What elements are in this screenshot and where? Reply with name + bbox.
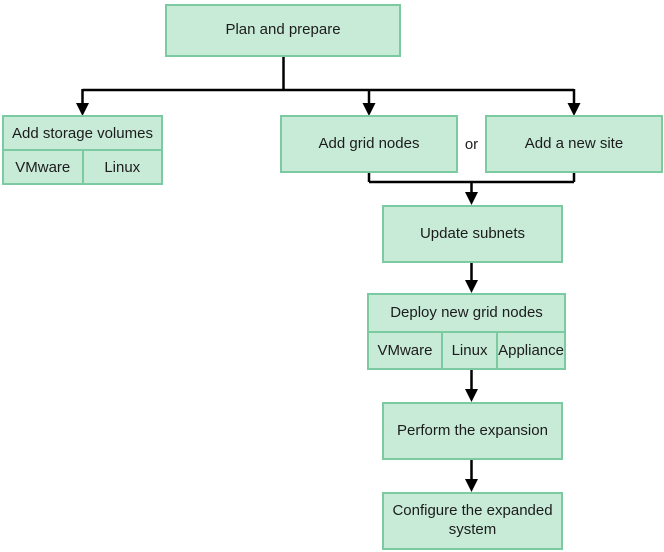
- node-label: Add storage volumes: [4, 117, 161, 151]
- connector-branches-to-update-subnets: [367, 172, 576, 205]
- node-deploy-new-grid-nodes: Deploy new grid nodes VMware Linux Appli…: [367, 293, 566, 370]
- node-label: Add a new site: [524, 134, 624, 152]
- node-configure-expanded-system: Configure the expanded system: [382, 492, 563, 550]
- node-add-storage-volumes-linux: Linux: [104, 158, 141, 176]
- connector-plan-to-branches: [76, 57, 581, 116]
- node-label: Configure the expanded system: [392, 502, 553, 538]
- node-deploy-appliance: Appliance: [498, 341, 564, 359]
- node-add-storage-volumes: Add storage volumes VMware Linux: [2, 115, 163, 185]
- node-perform-the-expansion: Perform the expansion: [382, 402, 563, 460]
- node-label: Add grid nodes: [318, 134, 420, 152]
- node-add-storage-volumes-vmware: VMware: [4, 151, 84, 183]
- node-option-row: VMware Linux Appliance: [369, 332, 564, 368]
- arrowhead-to-deploy: [465, 280, 478, 293]
- node-label: Perform the expansion: [397, 421, 548, 439]
- arrowhead-to-update-subnets: [465, 192, 478, 205]
- node-plan-and-prepare: Plan and prepare: [165, 4, 401, 57]
- node-label: Deploy new grid nodes: [369, 295, 564, 333]
- node-deploy-vmware: VMware: [369, 332, 443, 368]
- or-label: or: [464, 135, 479, 153]
- connector-deploy-to-perform: [465, 370, 478, 402]
- node-add-grid-nodes: Add grid nodes: [280, 115, 458, 173]
- node-label: Plan and prepare: [225, 21, 341, 39]
- connector-update-subnets-to-deploy: [465, 263, 478, 293]
- arrowhead-to-configure: [465, 479, 478, 492]
- connector-perform-to-configure: [465, 460, 478, 492]
- node-update-subnets: Update subnets: [382, 205, 563, 263]
- node-deploy-linux: Linux: [443, 332, 499, 368]
- node-add-a-new-site: Add a new site: [485, 115, 663, 173]
- node-label: Update subnets: [419, 224, 526, 242]
- arrowhead-to-perform: [465, 389, 478, 402]
- node-option-row: VMware Linux: [4, 151, 161, 183]
